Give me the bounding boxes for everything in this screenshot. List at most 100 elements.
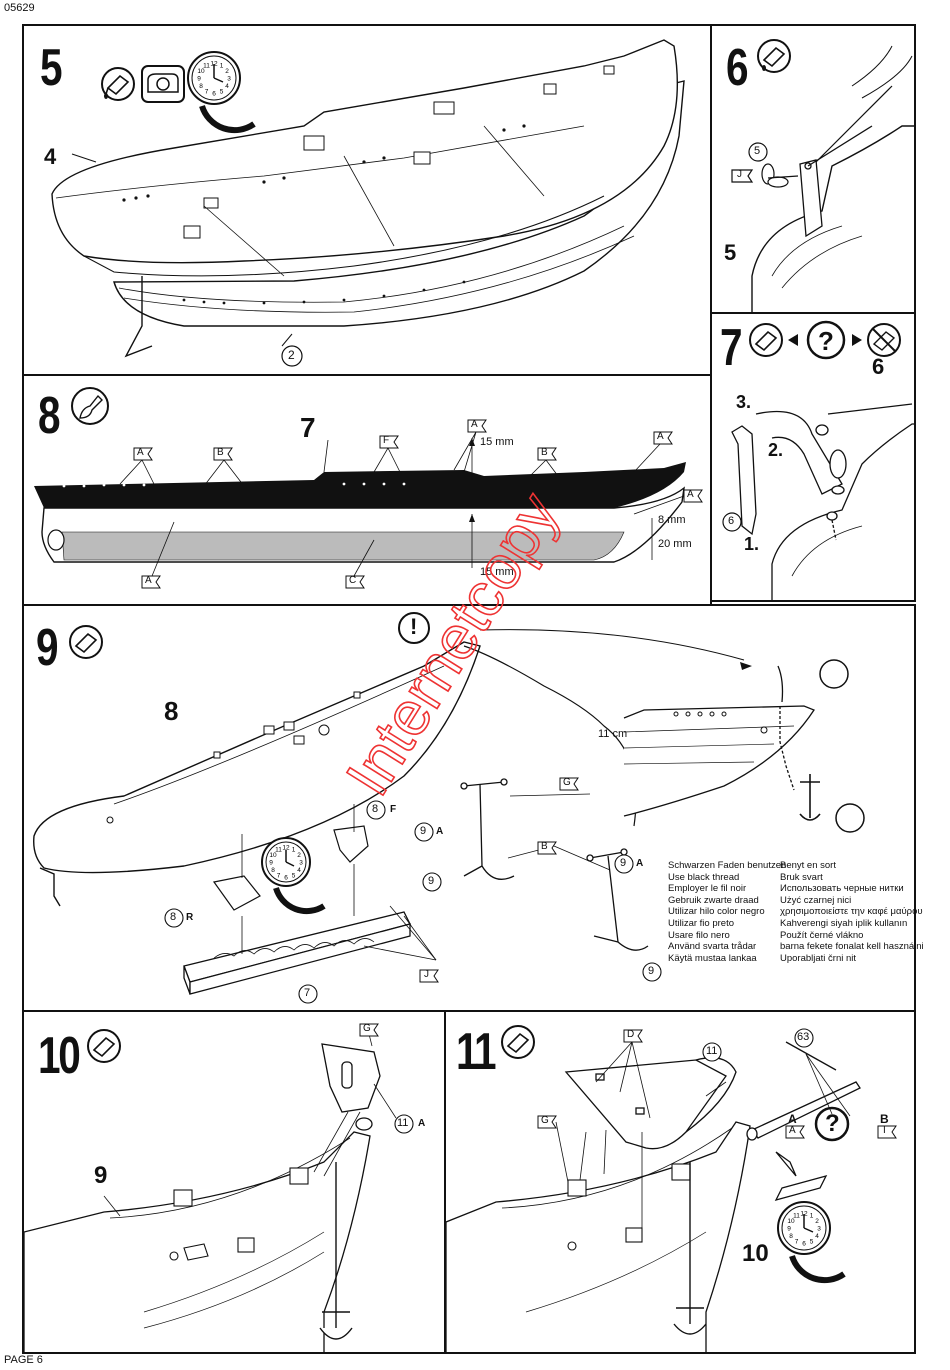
dimension-8mm: 8 mm bbox=[658, 514, 686, 526]
step-10-panel: 10 bbox=[22, 1010, 446, 1354]
suffix-a: A bbox=[418, 1118, 426, 1129]
clock-numeral: 4 bbox=[225, 83, 229, 90]
glue-tube-icon bbox=[757, 39, 791, 73]
part-label-7: 7 bbox=[300, 412, 316, 443]
clock-numeral: 2 bbox=[297, 852, 301, 859]
clock-numeral: 3 bbox=[817, 1226, 821, 1233]
dimension-11cm: 11 cm bbox=[598, 728, 628, 740]
step-number: 10 bbox=[38, 1027, 81, 1085]
clock-numeral: 3 bbox=[227, 76, 231, 83]
step-10-drawing bbox=[24, 1023, 414, 1352]
suffix-r: R bbox=[186, 912, 194, 923]
clock-numeral: 3 bbox=[299, 860, 303, 867]
step-number: 7 bbox=[720, 319, 743, 377]
deck-fittings bbox=[169, 1167, 309, 1261]
clock-numeral: 5 bbox=[292, 873, 296, 880]
order-label-3: 3. bbox=[736, 392, 752, 412]
question-icon bbox=[814, 1106, 850, 1142]
clock-numeral: 9 bbox=[787, 1226, 791, 1233]
instruction-line: Uporabljati črni nit bbox=[780, 952, 857, 964]
clock-numeral: 1 bbox=[292, 847, 296, 854]
warning-icon bbox=[398, 612, 430, 644]
part-label-9a-left: 9 bbox=[420, 825, 427, 837]
clock-numeral: 2 bbox=[225, 68, 229, 75]
anchor-part-10 bbox=[673, 1162, 707, 1335]
step-number: 9 bbox=[36, 619, 59, 677]
step-6-panel: 6 5 J 5 bbox=[710, 24, 916, 314]
step-number: 6 bbox=[726, 39, 749, 97]
instruction-line: Använd svarta trådar bbox=[668, 941, 757, 953]
clock-numeral: 11 bbox=[275, 847, 282, 854]
part-label-4: 4 bbox=[44, 144, 57, 169]
clock-numeral: 10 bbox=[787, 1218, 795, 1225]
part-label-5-rudder: 5 bbox=[724, 240, 737, 265]
part-label-8: 8 bbox=[164, 696, 179, 726]
suffix-a-right: A bbox=[636, 858, 644, 869]
clock-numeral: 7 bbox=[205, 89, 209, 96]
rail-portholes bbox=[62, 482, 406, 488]
document-code: 05629 bbox=[4, 2, 35, 14]
clock-numeral: 9 bbox=[197, 76, 201, 83]
flag-b-1: B bbox=[217, 447, 224, 458]
instruction-line: Použít černé vlákno bbox=[780, 929, 864, 941]
clock-numeral: 8 bbox=[271, 867, 275, 874]
glue-tube-icon bbox=[69, 625, 103, 659]
paint-brush-icon bbox=[71, 387, 109, 425]
part-label-9a-right: 9 bbox=[620, 857, 627, 869]
anchor-part-9-left bbox=[460, 778, 515, 880]
flag-g: G bbox=[363, 1023, 371, 1034]
bow-portholes bbox=[673, 711, 768, 734]
step-number: 11 bbox=[456, 1023, 497, 1081]
tape-icon bbox=[141, 65, 185, 103]
instruction-line: Benyt en sort bbox=[780, 860, 836, 871]
clock-numeral: 10 bbox=[269, 852, 277, 859]
step-6-drawing bbox=[731, 39, 914, 312]
display-stand-part-7 bbox=[183, 911, 411, 995]
rudder-part-5 bbox=[799, 125, 873, 238]
instruction-line: Käytä mustaa lankaa bbox=[668, 952, 757, 964]
dimension-15mm-bottom: 15 mm bbox=[480, 566, 514, 578]
stand-supports bbox=[212, 825, 369, 911]
flag-g: G bbox=[541, 1115, 549, 1126]
part-label-7: 7 bbox=[304, 987, 311, 999]
step-11-panel: 11 bbox=[444, 1010, 916, 1354]
label-b: B bbox=[880, 1112, 889, 1126]
dimension-20mm: 20 mm bbox=[658, 538, 692, 550]
question-icon bbox=[806, 320, 846, 360]
order-label-1: 1. bbox=[744, 534, 760, 554]
instruction-line: Employer le fil noir bbox=[668, 883, 747, 895]
instruction-line: Kahverengi siyah iplik kullanın bbox=[780, 917, 908, 929]
part-label-2: 2 bbox=[288, 348, 295, 362]
hawse-plate-part-11 bbox=[321, 1043, 381, 1131]
rotate-icon bbox=[819, 659, 849, 689]
deck-fittings bbox=[567, 1163, 691, 1251]
step-number: 5 bbox=[40, 39, 63, 97]
flag-callouts bbox=[537, 1029, 897, 1139]
instruction-line: Utilizar hilo color negro bbox=[668, 906, 765, 918]
suffix-f: F bbox=[390, 804, 397, 815]
clock-numeral: 10 bbox=[197, 68, 205, 75]
part-label-6-small: 6 bbox=[728, 515, 735, 527]
flag-f: F bbox=[383, 435, 390, 446]
clock-numeral: 9 bbox=[269, 860, 273, 867]
flag-b: B bbox=[541, 841, 548, 852]
flag-a-1: A bbox=[137, 447, 144, 458]
flag-label-j: J bbox=[737, 169, 742, 180]
step-8-panel: 8 bbox=[22, 374, 712, 606]
clock-numeral: 6 bbox=[802, 1241, 806, 1248]
question-mark: ? bbox=[818, 326, 834, 356]
propeller-icon bbox=[761, 163, 799, 188]
clock-numeral: 5 bbox=[810, 1239, 814, 1246]
clock-numeral: 11 bbox=[203, 63, 210, 70]
part-callouts bbox=[164, 800, 662, 1004]
page-number: PAGE 6 bbox=[4, 1354, 43, 1366]
clock-numeral: 8 bbox=[199, 83, 203, 90]
flag-a: A bbox=[789, 1125, 796, 1136]
deck-fittings bbox=[106, 691, 361, 824]
part-label-63: 63 bbox=[797, 1031, 810, 1043]
painted-hull-black bbox=[34, 462, 686, 508]
dimension-15mm-top: 15 mm bbox=[480, 436, 514, 448]
